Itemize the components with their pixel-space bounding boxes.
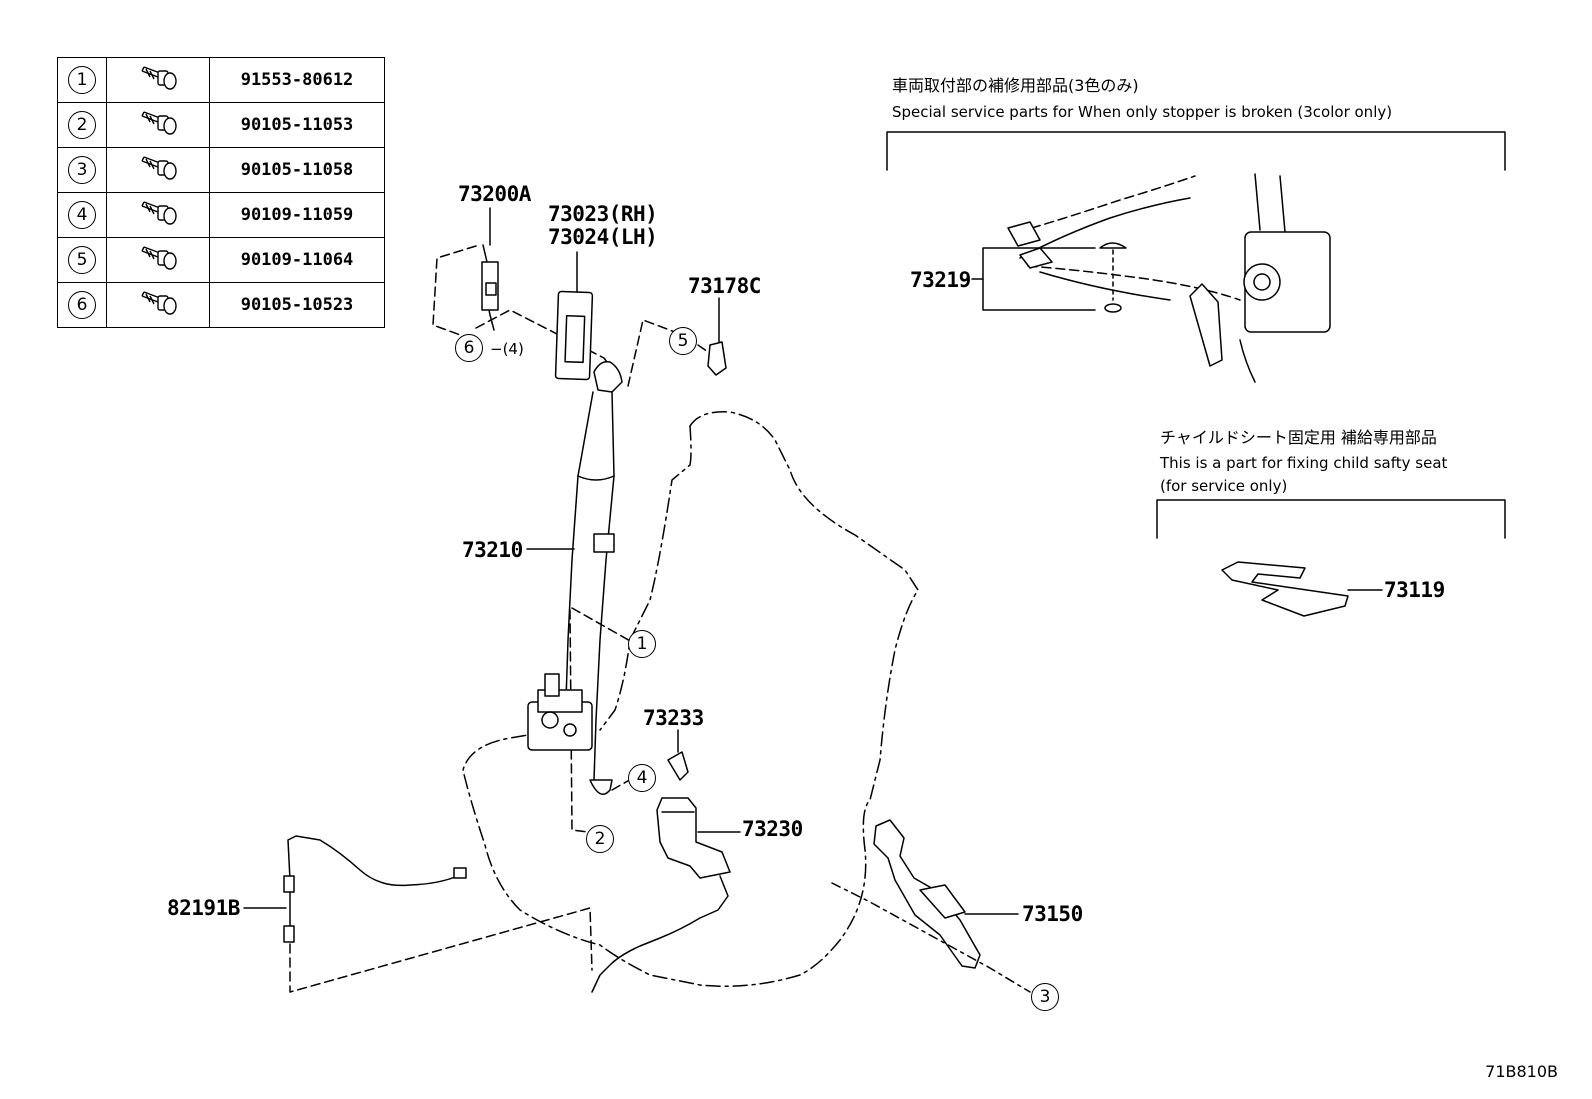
bolt-row: 2 90105-11053	[57, 102, 385, 148]
label-73210: 73210	[462, 538, 523, 562]
label-73230: 73230	[742, 817, 803, 841]
bolt-icon	[138, 66, 178, 97]
bolt-icon	[138, 291, 178, 322]
bolt-part-number: 90105-10523	[209, 282, 385, 328]
quantity-6: −(4)	[490, 340, 524, 358]
inner-buckle	[656, 797, 741, 879]
bolt-ref: 4	[68, 201, 96, 229]
seat-outline	[462, 411, 919, 987]
seat-back-inner	[599, 425, 692, 731]
child-seat-note-en-2: (for service only)	[1160, 477, 1288, 495]
buckle-harness-wire	[591, 875, 729, 993]
label-82191b: 82191B	[167, 896, 240, 920]
bolt-row: 4 90109-11059	[57, 192, 385, 238]
retractor-assembly	[527, 673, 593, 751]
bolt-part-number: 90105-11058	[209, 147, 385, 193]
label-73024: 73024(LH)	[548, 225, 658, 249]
label-73178c: 73178C	[688, 274, 761, 298]
bolt-icon	[138, 201, 178, 232]
diagram-code: 71B810B	[1485, 1062, 1558, 1081]
callout-3: 3	[1031, 983, 1059, 1011]
child-seat-note-en-1: This is a part for fixing child safty se…	[1160, 454, 1448, 472]
label-73119: 73119	[1384, 578, 1445, 602]
stopper-note-jp: 車両取付部の補修用部品(3色のみ)	[892, 76, 1139, 95]
bolt-ref: 5	[68, 246, 96, 274]
callout-1: 1	[628, 630, 656, 658]
bolt-row: 5 90109-11064	[57, 237, 385, 283]
bolt-part-number: 91553-80612	[209, 57, 385, 103]
outer-buckle	[873, 819, 1019, 969]
stopper-note-en: Special service parts for When only stop…	[892, 103, 1393, 121]
bolt-part-number: 90105-11053	[209, 102, 385, 148]
callout-2: 2	[586, 825, 614, 853]
label-73023: 73023(RH)	[548, 202, 658, 226]
child-seat-service-inset	[1156, 499, 1506, 617]
label-73233: 73233	[643, 706, 704, 730]
bolt-part-number: 90109-11059	[209, 192, 385, 238]
bolt-icon	[138, 111, 178, 142]
label-73150: 73150	[1022, 902, 1083, 926]
bolt-ref: 3	[68, 156, 96, 184]
buckle-cover-clip	[667, 751, 689, 781]
callout-4: 4	[628, 764, 656, 792]
pillar-cover	[554, 251, 594, 381]
bolt-icon	[138, 246, 178, 277]
bolt-ref: 6	[68, 291, 96, 319]
callout-5: 5	[669, 327, 697, 355]
bolt-icon	[138, 156, 178, 187]
wire-harness	[243, 835, 467, 943]
bolt-row: 1 91553-80612	[57, 57, 385, 103]
bolt-part-number: 90109-11064	[209, 237, 385, 283]
harness-dashed-guide	[289, 907, 593, 993]
upper-anchor-bracket	[481, 207, 499, 331]
bolt-ref: 2	[68, 111, 96, 139]
callout-6: 6	[455, 334, 483, 362]
belt-guide-clip	[707, 297, 727, 376]
bolt-reference-table: 1 91553-80612 2 90105-11053 3 90105-11058 4 901…	[57, 57, 385, 328]
clip-dashed-guide	[627, 319, 709, 387]
outer-buckle-dashed-guide	[831, 882, 1031, 993]
bolt-ref: 1	[68, 66, 96, 94]
stopper-service-inset	[886, 131, 1506, 383]
label-73200a: 73200A	[458, 182, 531, 206]
child-seat-note-jp: チャイルドシート固定用 補給専用部品	[1160, 428, 1437, 447]
bolt-row: 6 90105-10523	[57, 282, 385, 328]
seat-belt-webbing	[565, 360, 623, 795]
bolt-row: 3 90105-11058	[57, 147, 385, 193]
label-73219: 73219	[910, 268, 971, 292]
